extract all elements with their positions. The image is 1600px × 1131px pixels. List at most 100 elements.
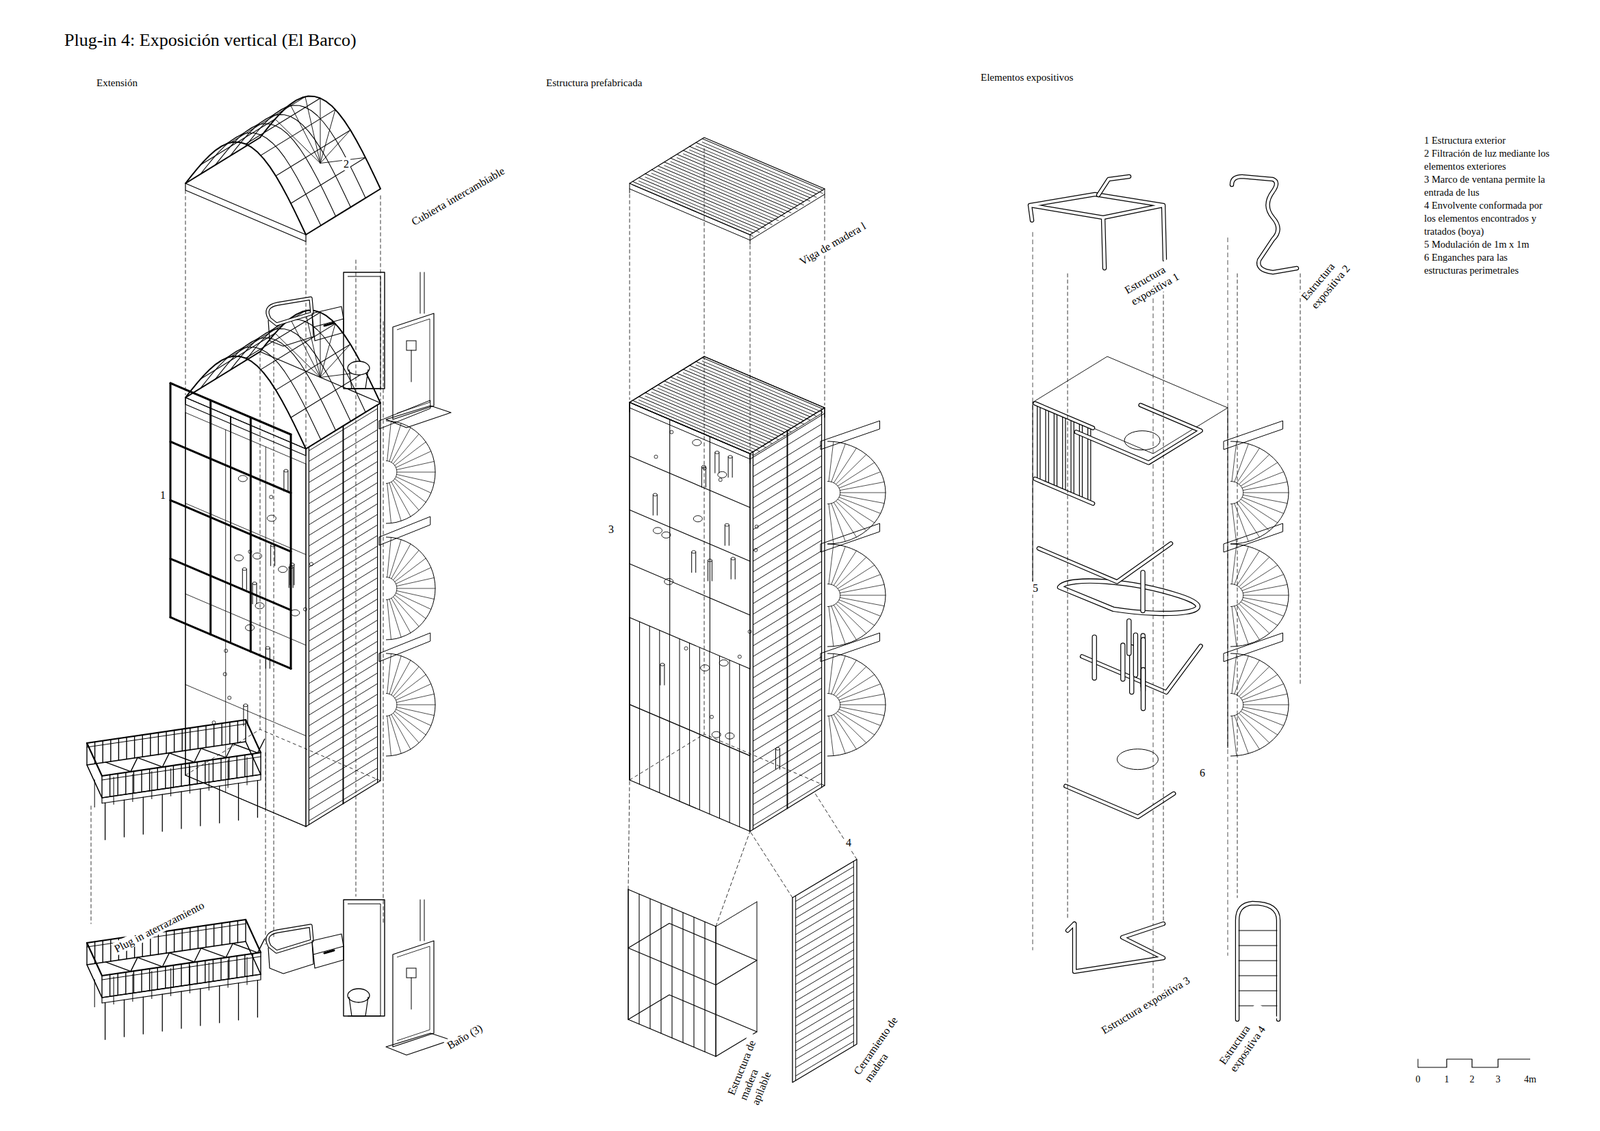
drawing-line: [628, 889, 716, 927]
tube-outline: [1035, 403, 1094, 429]
drawing-line: [173, 765, 174, 788]
tube-fill: [267, 298, 313, 325]
drawing-path: [185, 351, 381, 449]
drawing-line: [305, 403, 381, 449]
detail-dot: [684, 646, 688, 651]
tube-fill: [1237, 903, 1279, 1020]
drawing-path: [629, 356, 825, 454]
drawing-line: [795, 991, 855, 1026]
drawing-line: [728, 524, 730, 546]
drawing-line: [632, 403, 753, 456]
drawing-line: [795, 917, 855, 952]
drawing-line: [729, 660, 731, 823]
drawing-line: [629, 183, 631, 193]
drawing-path: [347, 904, 381, 1017]
drawing-line: [837, 565, 875, 589]
drawing-line: [305, 241, 307, 447]
drawing-line: [324, 950, 334, 954]
drawing-path: [215, 123, 337, 217]
drawing-line: [151, 771, 152, 800]
drawing-line: [270, 545, 272, 566]
drawing-line: [274, 545, 276, 566]
note-line: 5 Modulación de 1m x 1m: [1424, 238, 1551, 252]
tube-fill: [1059, 581, 1198, 614]
part-label: Estructura prefabricada: [544, 76, 644, 90]
drawing-line: [134, 736, 135, 759]
drawing-line: [1231, 503, 1237, 544]
drawing-line: [795, 883, 855, 918]
drawing-line: [1240, 602, 1278, 626]
drawing-line: [629, 402, 631, 412]
drawing-line: [180, 964, 182, 987]
drawing-line: [132, 774, 133, 803]
drawing-line: [695, 364, 817, 417]
drawing-line: [173, 965, 174, 988]
drawing-line: [659, 664, 661, 686]
drawing-line: [704, 148, 705, 354]
drawing-line: [1231, 606, 1237, 647]
drawing-line: [836, 454, 867, 484]
drawing-line: [218, 986, 220, 1024]
drawing-line: [749, 668, 751, 831]
drawing-path: [1223, 420, 1284, 450]
drawing-line: [137, 757, 163, 767]
drawing-line: [837, 462, 875, 486]
tube-outline: [1237, 903, 1279, 1020]
drawing-line: [393, 666, 420, 696]
drawing-line: [839, 497, 881, 514]
drawing-line: [189, 927, 191, 950]
drawing-path: [244, 105, 366, 198]
drawing-line: [389, 483, 402, 522]
detail-ring: [728, 455, 733, 459]
tube-fill: [1098, 176, 1130, 196]
drawing-line: [704, 356, 705, 735]
drawing-path: [1230, 441, 1289, 545]
drawing-line: [702, 142, 823, 194]
drawing-path: [185, 729, 381, 781]
tube-outline: [1059, 581, 1198, 614]
drawing-line: [260, 351, 261, 730]
drawing-path: [385, 653, 436, 757]
drawing-line: [180, 764, 182, 787]
drawing-path: [185, 775, 381, 827]
detail-ring: [776, 747, 781, 751]
drawing-line: [199, 789, 201, 827]
tube-outline: [1098, 176, 1130, 196]
drawing-line: [257, 780, 258, 818]
drawing-line: [396, 593, 432, 610]
drawing-line: [1242, 497, 1284, 514]
drawing-line: [1243, 492, 1289, 494]
drawing-path: [379, 516, 431, 546]
drawing-path: [820, 420, 881, 450]
drawing-line: [1240, 674, 1278, 699]
drawing-line: [244, 954, 245, 977]
drawing-path: [385, 1033, 451, 1056]
drawing-line: [1234, 715, 1249, 755]
detail-ring: [715, 450, 720, 454]
drawing-line: [227, 960, 229, 988]
drawing-line: [275, 333, 321, 378]
drawing-line: [86, 743, 87, 766]
drawing-line: [141, 734, 143, 757]
drawing-line: [1242, 481, 1288, 490]
drawing-line: [244, 754, 245, 777]
drawing-line: [1242, 693, 1288, 703]
drawing-path: [244, 319, 366, 412]
drawing-line: [739, 664, 740, 827]
drawing-line: [101, 741, 103, 764]
drawing-line: [220, 758, 222, 781]
detail-ring: [242, 568, 247, 571]
drawing-line: [629, 509, 751, 562]
drawing-line: [238, 783, 239, 821]
drawing-line: [1242, 597, 1288, 606]
tube-outline: [1067, 923, 1164, 972]
drawing-line: [162, 953, 170, 967]
drawing-line: [1231, 544, 1237, 584]
tube-fill: [1029, 194, 1165, 269]
note-line: 2 Filtración de luz mediante los element…: [1424, 147, 1551, 174]
drawing-line: [660, 903, 662, 1034]
drawing-path: [629, 734, 825, 786]
drawing-line: [839, 584, 885, 593]
drawing-line: [169, 953, 194, 963]
